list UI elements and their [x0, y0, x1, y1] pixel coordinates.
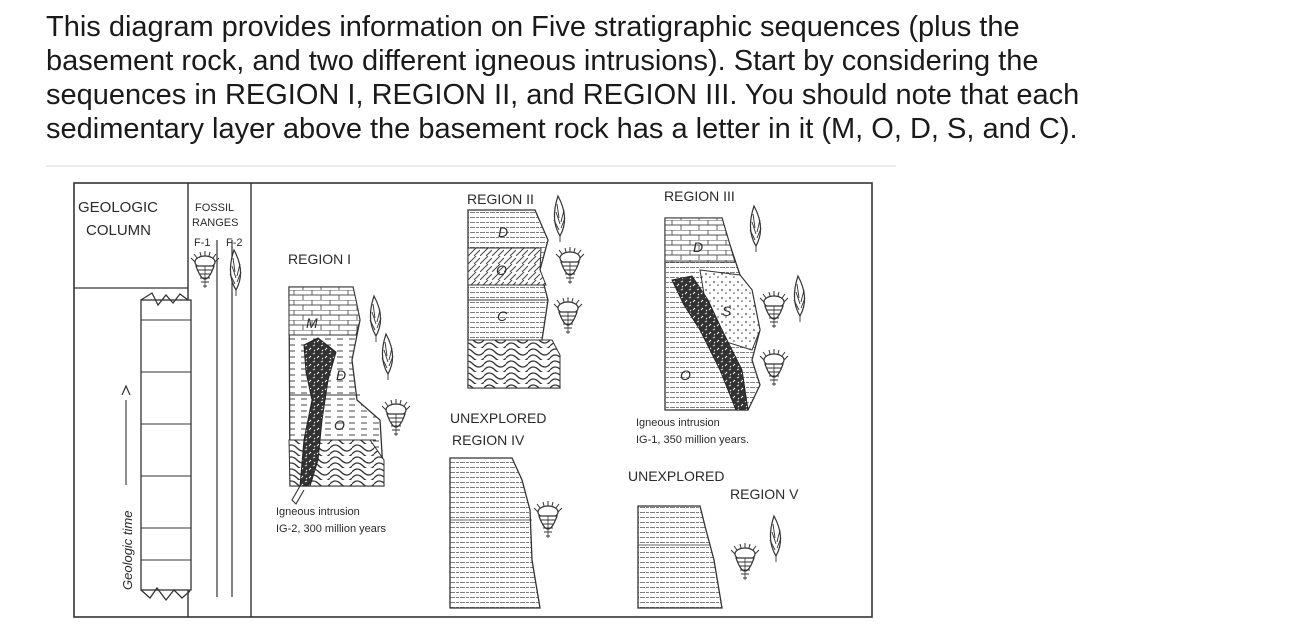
layer-label-o: O [334, 417, 345, 433]
trilobite-icon [555, 246, 585, 285]
intro-line: sequences in REGION I, REGION II, and RE… [46, 79, 1080, 111]
column-top-break [140, 292, 189, 307]
column-bottom-break [140, 586, 191, 602]
column-title-line2: COLUMN [86, 222, 151, 239]
region-4-label-line1: UNEXPLORED [450, 410, 546, 426]
region-5-column [637, 505, 723, 609]
region-5-label-line2: REGION V [730, 486, 799, 502]
intro-line: This diagram provides information on Fiv… [46, 11, 1020, 43]
ig1-label-line1: Igneous intrusion [636, 417, 720, 429]
layer-label-o: O [680, 367, 691, 383]
intro-text: This diagram provides information on Fiv… [46, 10, 1266, 146]
layer-label-o: O [496, 262, 507, 278]
geologic-column: GEOLOGIC COLUMN Geologic time [74, 183, 192, 617]
fossil-f1-label: F-1 [194, 237, 211, 249]
time-axis-label: Geologic time [120, 511, 135, 590]
leaf-fossil-icon [369, 295, 382, 343]
column-title-line1: GEOLOGIC [78, 199, 158, 216]
layer-label-s: S [722, 303, 732, 319]
intrusion-ig1 [671, 275, 749, 411]
fossil-title-line1: FOSSIL [195, 202, 234, 214]
trilobite-icon [381, 398, 411, 437]
ig2-label-line2: IG-2, 300 million years [276, 523, 387, 535]
trilobite-icon [553, 296, 583, 335]
trilobite-icon [759, 290, 789, 329]
figure-frame [73, 182, 873, 618]
time-arrow-head [121, 384, 131, 396]
column-box [140, 299, 192, 591]
layer-label-m: M [306, 315, 318, 331]
layer-label-d: D [336, 367, 346, 383]
trilobite-icon [190, 250, 220, 289]
ig2-label-line1: Igneous intrusion [276, 506, 360, 518]
fossil-ranges: FOSSIL RANGES F-1 F-2 [190, 183, 252, 617]
region-3-label: REGION III [664, 188, 735, 204]
trilobite-icon [730, 542, 760, 581]
leaf-fossil-icon [381, 333, 394, 381]
region-1-label: REGION I [288, 251, 351, 267]
layer-label-c: C [497, 308, 508, 324]
leaf-fossil-icon [749, 205, 762, 253]
region-4: UNEXPLORED REGION IV [449, 410, 563, 609]
region-2-label: REGION II [467, 191, 534, 207]
leaf-fossil-icon [769, 515, 782, 563]
region-3: REGION III D S O Igneous intrusion IG-1,… [636, 188, 806, 446]
fossil-title-line2: RANGES [192, 217, 238, 229]
layer-label-d: D [498, 224, 508, 240]
region-2: REGION II D O C [467, 191, 585, 389]
region-1: REGION I M D O Igneous intrusion IG-2, 3… [276, 251, 411, 535]
intrusion-ig2 [299, 337, 337, 487]
region-5-label-line1: UNEXPLORED [628, 468, 724, 484]
ig1-label-line2: IG-1, 350 million years. [636, 434, 749, 446]
leaf-fossil-icon [793, 275, 806, 323]
leaf-fossil-icon [553, 195, 566, 243]
column-divisions [141, 319, 191, 561]
trilobite-icon [533, 500, 563, 539]
fossil-f2-label: F-2 [226, 237, 243, 249]
region-5: UNEXPLORED REGION V [628, 468, 799, 609]
trilobite-icon [759, 348, 789, 387]
layer-label-d: D [693, 239, 703, 255]
region-4-label-line2: REGION IV [452, 432, 525, 448]
intro-line: basement rock, and two different igneous… [46, 45, 1039, 77]
region-4-column [449, 457, 541, 609]
intro-line: sedimentary layer above the basement roc… [46, 113, 1078, 145]
